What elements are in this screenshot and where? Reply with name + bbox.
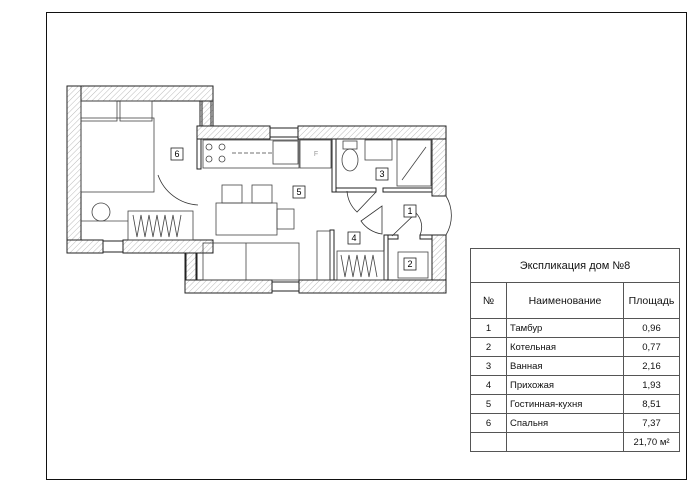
explication-table: Экспликация дом №8 № Наименование Площад… [470, 248, 680, 452]
room-number-2: 2 [407, 259, 412, 269]
kitchen-counter [202, 139, 300, 169]
row-area: 1,93 [623, 375, 680, 395]
room-number-1: 1 [407, 206, 412, 216]
row-number: 3 [470, 356, 507, 376]
sofa [202, 242, 300, 281]
total-row: 21,70 м² [470, 432, 680, 452]
row-area: 0,96 [623, 318, 680, 338]
drawing-frame [46, 12, 687, 480]
furniture [80, 100, 432, 281]
fridge-label: F [314, 151, 318, 158]
room-number-4: 4 [351, 233, 356, 243]
row-area: 2,16 [623, 356, 680, 376]
row-name: Прихожая [506, 375, 624, 395]
row-name: Спальня [506, 413, 624, 433]
windows [102, 100, 300, 292]
row-number: 1 [470, 318, 507, 338]
row-name: Тамбур [506, 318, 624, 338]
room-number-5: 5 [296, 187, 301, 197]
toilet [341, 148, 359, 172]
washbasin [364, 139, 393, 161]
bed-pillow [80, 100, 118, 122]
fridge [299, 139, 332, 169]
dining-table [215, 202, 278, 236]
row-area: 0,77 [623, 337, 680, 357]
header-area: Площадь [623, 282, 680, 319]
walls [66, 85, 447, 294]
row-number: 6 [470, 413, 507, 433]
header-name: Наименование [506, 282, 624, 319]
row-area: 7,37 [623, 413, 680, 433]
room-number-6: 6 [174, 149, 179, 159]
wardrobe [336, 250, 385, 281]
row-number: 4 [470, 375, 507, 395]
total-area: 21,70 м² [623, 432, 680, 452]
doors [157, 174, 452, 237]
wardrobe [127, 210, 194, 241]
header-number: № [470, 282, 507, 319]
row-area: 8,51 [623, 394, 680, 414]
partitions [196, 138, 433, 281]
room-labels: 1 2 3 4 5 6 F [170, 147, 417, 271]
room-number-3: 3 [379, 169, 384, 179]
row-number: 2 [470, 337, 507, 357]
sink [272, 140, 299, 165]
shower [396, 139, 432, 187]
row-name: Гостинная-кухня [506, 394, 624, 414]
boiler [397, 251, 429, 279]
bed [80, 117, 155, 193]
row-number: 5 [470, 394, 507, 414]
row-name: Котельная [506, 337, 624, 357]
table-title: Экспликация дом №8 [470, 248, 680, 283]
row-name: Ванная [506, 356, 624, 376]
bed-pillow [119, 100, 153, 122]
chair [91, 202, 111, 222]
